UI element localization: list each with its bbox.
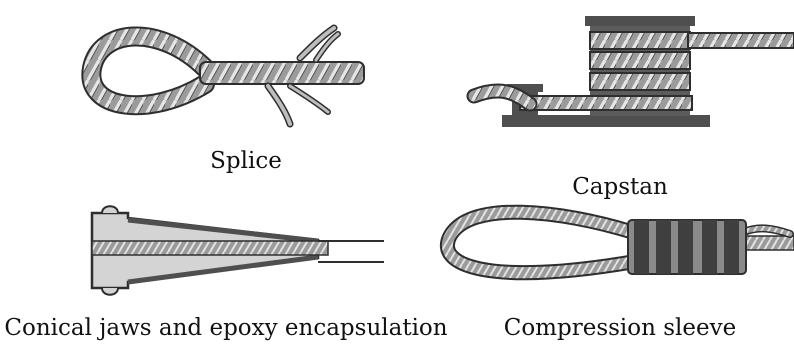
- capstan-caption: Capstan: [572, 174, 668, 200]
- compression-sleeve-eye-icon: [447, 212, 794, 274]
- conical-caption: Conical jaws and epoxy encapsulation: [4, 315, 447, 341]
- rope-splice-eye-icon: [91, 28, 364, 124]
- sleeve-panel: Compression sleeve: [447, 212, 794, 341]
- conical-socket-icon: [92, 206, 384, 295]
- sleeve-caption: Compression sleeve: [504, 315, 737, 341]
- splice-caption: Splice: [210, 148, 282, 174]
- capstan-winding-icon: [474, 16, 794, 127]
- capstan-panel: Capstan: [474, 16, 794, 200]
- conical-panel: Conical jaws and epoxy encapsulation: [4, 206, 447, 341]
- splice-panel: Splice: [91, 28, 364, 174]
